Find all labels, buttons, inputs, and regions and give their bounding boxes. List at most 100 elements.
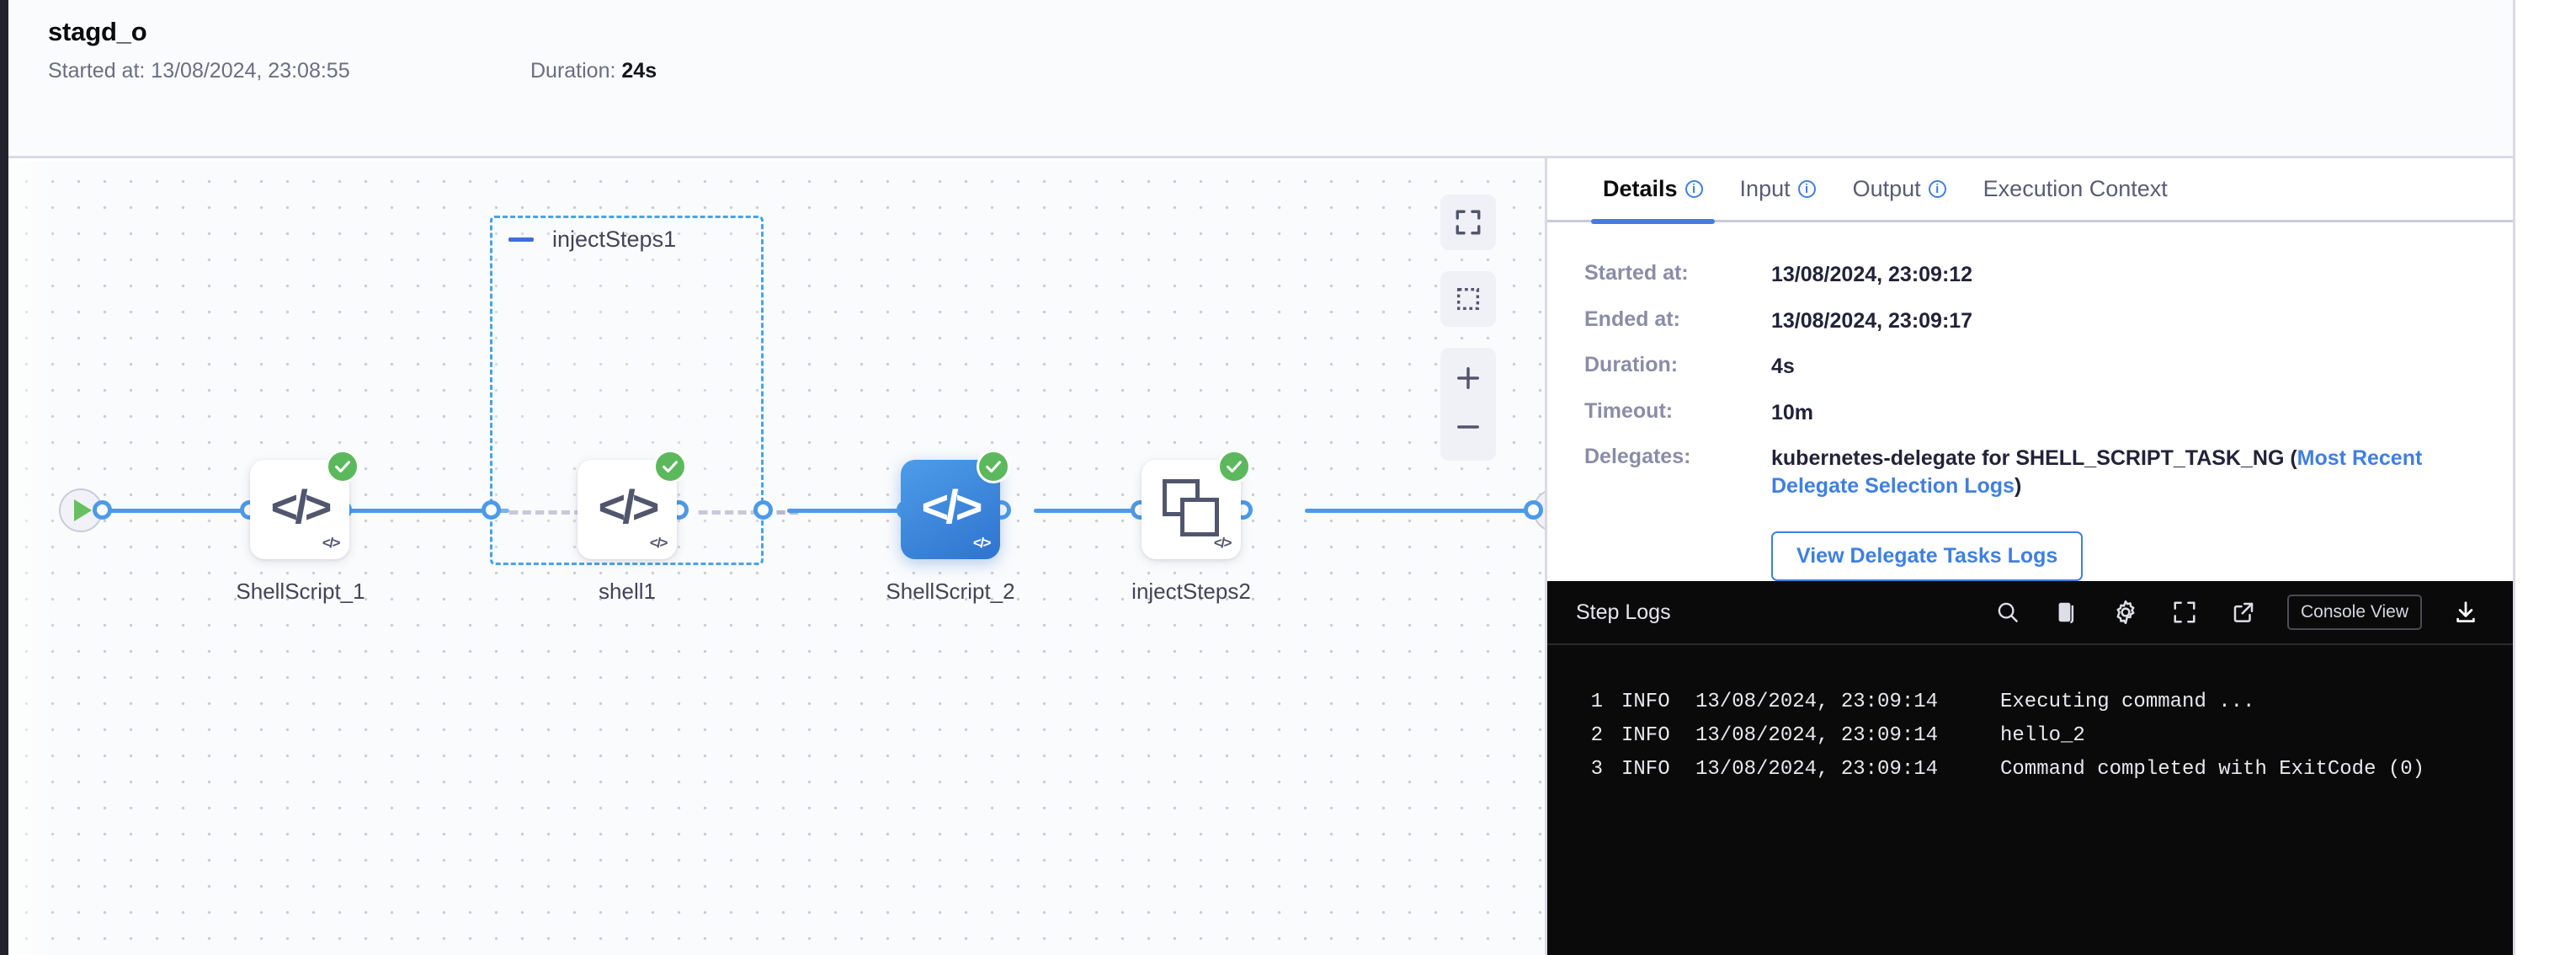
- tab-execution-context[interactable]: Execution Context: [1965, 157, 2186, 221]
- detail-row-started-at: Started at: 13/08/2024, 23:09:12: [1584, 261, 2513, 289]
- log-line-number: 1: [1590, 691, 1603, 713]
- step-detail-panel: Details i Input i Output i Execution Con…: [1545, 158, 2513, 955]
- code-type-tag: </>: [649, 535, 668, 551]
- log-message: Executing command ...: [2000, 691, 2255, 713]
- status-badge-success: [326, 450, 359, 483]
- log-line: 1 INFO 13/08/2024, 23:09:14 Executing co…: [1547, 686, 2513, 719]
- pipeline-canvas[interactable]: injectSteps1 </> </> ShellScript_1: [8, 161, 1545, 955]
- zoom-controls: [1440, 348, 1496, 461]
- edge-start-to-shellscript1: [101, 509, 248, 513]
- detail-tabs: Details i Input i Output i Execution Con…: [1547, 157, 2513, 224]
- info-icon[interactable]: i: [1797, 180, 1816, 198]
- tab-output[interactable]: Output i: [1834, 157, 1965, 221]
- tab-details[interactable]: Details i: [1584, 157, 1722, 224]
- detail-row-duration: Duration: 4s: [1584, 353, 2513, 381]
- zoom-in-button[interactable]: [1440, 356, 1496, 400]
- edge-group-to-shellscript2: [787, 509, 947, 513]
- log-line: 2 INFO 13/08/2024, 23:09:14 hello_2: [1547, 719, 2513, 753]
- port-group-in[interactable]: [482, 500, 501, 520]
- canvas-controls: [1440, 195, 1496, 461]
- download-logs-button[interactable]: [2451, 597, 2481, 627]
- minus-icon[interactable]: [508, 237, 534, 242]
- copy-button[interactable]: [2052, 597, 2082, 627]
- log-line-number: 2: [1590, 724, 1603, 747]
- execution-header: stagd_o Started at: 13/08/2024, 23:08:55…: [8, 0, 2513, 158]
- step-node-shell1[interactable]: </> </>: [577, 450, 687, 559]
- step-node-injectsteps2[interactable]: </>: [1142, 450, 1251, 559]
- status-badge-success: [653, 450, 687, 483]
- detail-value: 13/08/2024, 23:09:12: [1771, 263, 1973, 286]
- detail-row-timeout: Timeout: 10m: [1584, 399, 2513, 427]
- detail-value: kubernetes-delegate for SHELL_SCRIPT_TAS…: [1771, 445, 2445, 499]
- left-nav-rail: [0, 0, 8, 955]
- code-type-tag: </>: [1213, 535, 1232, 551]
- external-link-icon: [2233, 602, 2254, 622]
- delegate-text-before: kubernetes-delegate for SHELL_SCRIPT_TAS…: [1771, 446, 2297, 470]
- search-icon: [1998, 602, 2018, 622]
- log-message: hello_2: [2000, 724, 2085, 747]
- copy-icon: [2058, 602, 2074, 624]
- step-node-label: injectSteps2: [1131, 579, 1251, 604]
- step-node-shellscript-1[interactable]: </> </>: [250, 450, 359, 559]
- dashed-square-icon: [1456, 287, 1480, 311]
- console-view-button[interactable]: Console View: [2286, 595, 2422, 630]
- port-start-out[interactable]: [93, 500, 112, 520]
- expand-icon: [1456, 210, 1481, 235]
- detail-key: Ended at:: [1584, 307, 1680, 331]
- edge-shellscript2-to-injectsteps2: [1034, 509, 1223, 513]
- tab-label: Output: [1852, 176, 1921, 201]
- step-logs-title: Step Logs: [1576, 600, 1671, 624]
- play-icon: [74, 499, 92, 521]
- duration-label: Duration:: [530, 59, 622, 83]
- port-group-out[interactable]: [753, 500, 773, 520]
- log-level: INFO: [1621, 758, 1670, 781]
- stack-icon: [1163, 479, 1220, 536]
- detail-value: 4s: [1771, 355, 1795, 378]
- log-level: INFO: [1621, 724, 1670, 747]
- code-icon: </>: [921, 480, 983, 533]
- code-icon: </>: [270, 480, 333, 533]
- step-group-header[interactable]: injectSteps1: [508, 227, 676, 253]
- search-button[interactable]: [1993, 597, 2023, 627]
- edge-shell1-to-group-out: [697, 510, 800, 515]
- log-timestamp: 13/08/2024, 23:09:14: [1695, 724, 1939, 747]
- detail-key: Started at:: [1584, 261, 1689, 285]
- details-content: Started at: 13/08/2024, 23:09:12 Ended a…: [1547, 222, 2513, 581]
- step-node-label: ShellScript_2: [886, 579, 1015, 604]
- fullscreen-button[interactable]: [2169, 597, 2200, 627]
- tab-input[interactable]: Input i: [1722, 157, 1834, 221]
- duration-text: Duration: 24s: [530, 59, 657, 83]
- step-logs-panel: Step Logs: [1547, 581, 2513, 955]
- log-line: 3 INFO 13/08/2024, 23:09:14 Command comp…: [1547, 753, 2513, 787]
- detail-row-delegates: Delegates: kubernetes-delegate for SHELL…: [1584, 445, 2513, 499]
- step-group-label: injectSteps1: [552, 227, 677, 252]
- info-icon[interactable]: i: [1928, 180, 1946, 198]
- page-title: stagd_o: [48, 17, 147, 46]
- edge-shellscript1-to-group: [341, 509, 509, 513]
- plus-icon: [1457, 367, 1479, 389]
- delegate-selection-logs-link[interactable]: Most Recent Delegate Selection Logs: [1771, 446, 2423, 498]
- step-node-label: ShellScript_1: [236, 579, 365, 604]
- info-icon[interactable]: i: [1685, 180, 1703, 198]
- fit-to-screen-button[interactable]: [1440, 195, 1496, 250]
- step-logs-output[interactable]: 1 INFO 13/08/2024, 23:09:14 Executing co…: [1547, 645, 2513, 955]
- gear-icon: [2116, 600, 2135, 625]
- open-external-button[interactable]: [2228, 597, 2259, 627]
- zoom-out-button[interactable]: [1440, 405, 1496, 449]
- selection-box-button[interactable]: [1440, 271, 1496, 327]
- detail-key: Duration:: [1584, 353, 1679, 376]
- settings-button[interactable]: [2110, 597, 2141, 627]
- view-delegate-tasks-logs-button[interactable]: View Delegate Tasks Logs: [1771, 531, 2084, 581]
- log-timestamp: 13/08/2024, 23:09:14: [1695, 691, 1939, 713]
- duration-value: 24s: [621, 59, 657, 83]
- detail-value: 13/08/2024, 23:09:17: [1771, 308, 1973, 333]
- delegate-text-after: ): [2014, 473, 2022, 498]
- tab-label: Input: [1739, 176, 1791, 201]
- edge-injectsteps2-to-end: [1305, 509, 1532, 513]
- step-node-shellscript-2[interactable]: </> </>: [901, 450, 1010, 559]
- port-end-in[interactable]: [1524, 500, 1543, 520]
- right-gutter: [2513, 0, 2576, 955]
- detail-key: Timeout:: [1584, 398, 1674, 423]
- fullscreen-icon: [2174, 601, 2195, 623]
- minus-icon: [1457, 425, 1479, 429]
